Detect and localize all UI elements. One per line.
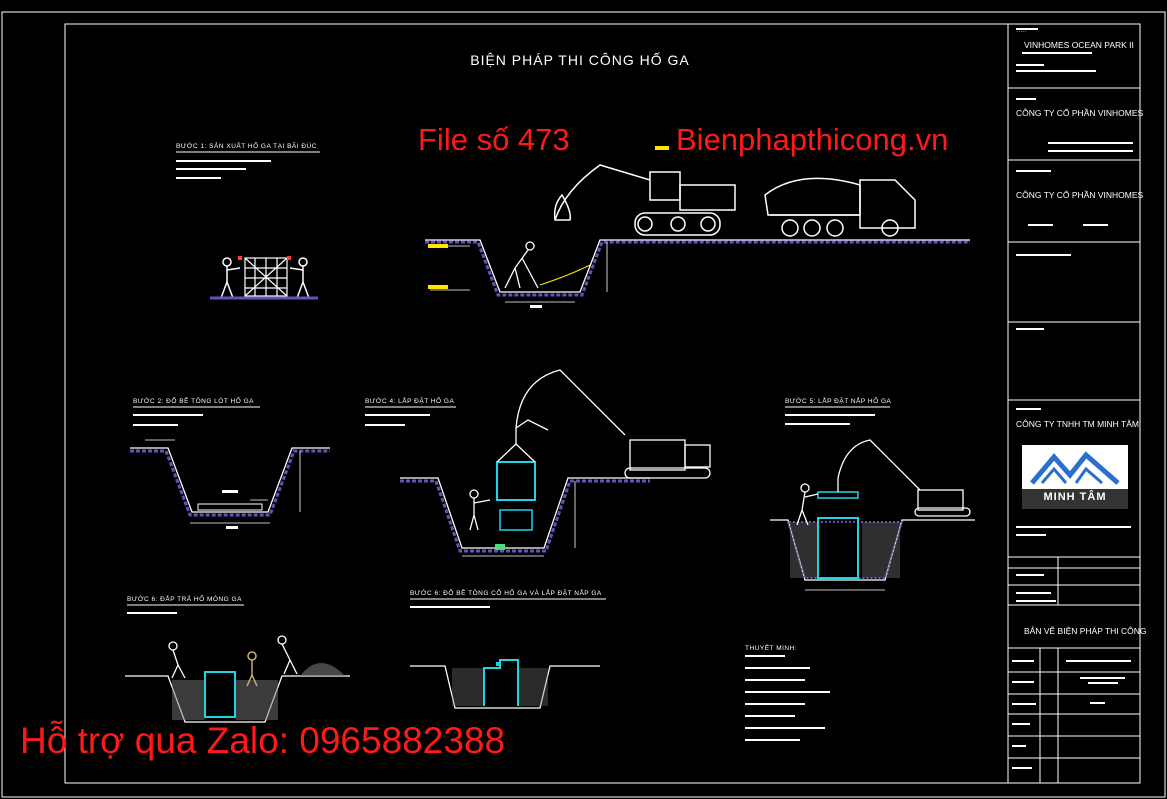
watermark-site: Bienphapthicong.vn	[676, 122, 949, 157]
tb-project: VINHOMES OCEAN PARK II	[1024, 40, 1134, 50]
watermark-zalo: Hỗ trợ qua Zalo: 0965882388	[20, 720, 506, 761]
step1-formwork	[244, 257, 288, 297]
step-1-label: BƯỚC 1: SẢN XUẤT HỐ GA TẠI BÃI ĐÚC	[176, 143, 317, 150]
step-5-label: BƯỚC 5: LẮP ĐẶT NẮP HỐ GA	[785, 398, 892, 405]
drawing-title: BIỆN PHÁP THI CÔNG HỐ GA	[470, 52, 690, 68]
step-6b-label: BƯỚC 6: ĐỔ BÊ TÔNG CỔ HỐ GA VÀ LẮP ĐẶT N…	[410, 590, 602, 597]
step-6-label: BƯỚC 6: ĐẮP TRẢ HỐ MÓNG GA	[127, 596, 242, 603]
excavator-1	[553, 164, 736, 236]
tb-sheet-title: BẢN VẼ BIỆN PHÁP THI CÔNG	[1024, 626, 1147, 636]
construction-drawings	[125, 146, 975, 741]
mountain-logo-icon	[1030, 451, 1120, 485]
watermark-file-number: File số 473	[418, 122, 570, 157]
logo-text: MINH TÂM	[1043, 491, 1107, 503]
tb-project-label: ·····	[1016, 28, 1027, 35]
step-4-label: BƯỚC 4: LẮP ĐẶT HỐ GA	[365, 398, 455, 405]
dump-truck	[764, 177, 916, 237]
company-logo: MINH TÂM	[1022, 445, 1128, 509]
title-block-details	[1012, 28, 1133, 769]
tb-supervisor: CÔNG TY CỔ PHẦN VINHOMES	[1016, 190, 1144, 200]
step-2-label: BƯỚC 2: ĐỔ BÊ TÔNG LÓT HỐ GA	[133, 398, 254, 405]
tb-contractor: CÔNG TY TNHH TM MINH TÂM	[1016, 419, 1139, 429]
tb-investor: CÔNG TY CỔ PHẦN VINHOMES	[1016, 108, 1144, 118]
notes-heading: THUYẾT MINH:	[745, 645, 798, 652]
